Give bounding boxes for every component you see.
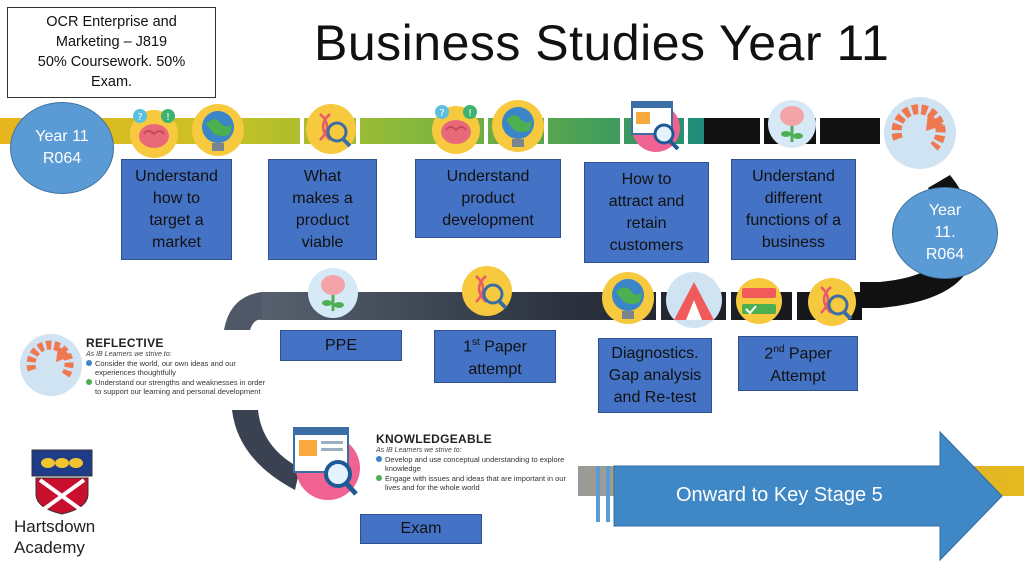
course-info-box: OCR Enterprise and Marketing – J819 50% … — [7, 7, 216, 98]
knowledgeable-title: KNOWLEDGEABLE — [376, 432, 492, 446]
svg-text:!: ! — [166, 112, 170, 123]
brain-question-icon: ? ! — [432, 105, 480, 154]
volcano-icon — [666, 272, 722, 328]
globe-lightbulb-icon — [192, 104, 244, 156]
start-year-circle: Year 11 R064 — [10, 102, 114, 194]
knowledgeable-search-icon — [293, 427, 360, 500]
checklist-icon — [736, 278, 782, 324]
paper2-ordinal: nd — [773, 344, 785, 356]
paper2-line2: Attempt — [770, 367, 826, 385]
course-info-line: Marketing – J819 — [55, 34, 168, 50]
school-name: Hartsdown Academy — [14, 516, 95, 558]
topic-box-customers: How to attract and retain customers — [584, 162, 709, 263]
dna-magnifier-icon — [808, 278, 856, 326]
paper1-box: 1st Paper attempt — [434, 330, 556, 383]
paper1-number: 1 — [463, 338, 472, 356]
diagnostics-text: Diagnostics. Gap analysis and Re-test — [608, 344, 702, 406]
bullet-globe-icon — [86, 379, 92, 385]
brain-question-icon: ? ! — [130, 109, 178, 158]
onward-label: Onward to Key Stage 5 — [676, 484, 883, 506]
paper1-line1: 1st Paper — [463, 332, 527, 358]
school-crest-icon — [31, 449, 93, 515]
end-year-circle: Year 11. R064 — [892, 187, 998, 279]
knowledgeable-profile: KNOWLEDGEABLE As IB Learners we strive t… — [376, 432, 576, 492]
brain-flower-icon — [308, 268, 358, 318]
mid-road-separators — [656, 292, 797, 320]
dna-magnifier-icon — [462, 266, 512, 316]
start-circle-line: Year 11 — [35, 128, 89, 145]
topic-box-text: Understand how to target a market — [135, 167, 218, 251]
knowledgeable-item-text: Develop and use conceptual understanding… — [385, 455, 565, 473]
bullet-globe-icon — [86, 360, 92, 366]
paper1-word: Paper — [479, 338, 527, 356]
globe-lightbulb-icon — [492, 100, 544, 152]
topic-box-business-functions: Understand different functions of a busi… — [731, 159, 856, 260]
topic-box-text: How to attract and retain customers — [608, 170, 685, 254]
course-info-line: OCR Enterprise and — [46, 14, 177, 30]
topic-box-product-development: Understand product development — [415, 159, 561, 238]
paper2-line1: 2nd Paper — [764, 339, 831, 365]
school-name-line: Academy — [14, 538, 85, 557]
knowledgeable-item: Develop and use conceptual understanding… — [376, 455, 576, 473]
svg-text:?: ? — [439, 108, 444, 119]
reflective-item-text: Understand our strengths and weaknesses … — [95, 378, 266, 396]
knowledgeable-item: Engage with issues and ideas that are im… — [376, 474, 576, 492]
course-info-line: 50% Coursework. 50% — [37, 54, 186, 70]
reflective-item-text: Consider the world, our own ideas and ou… — [95, 359, 236, 377]
paper2-number: 2 — [764, 345, 774, 363]
reflective-item: Consider the world, our own ideas and ou… — [86, 359, 266, 377]
school-name-line: Hartsdown — [14, 517, 96, 536]
ppe-label: PPE — [324, 336, 357, 354]
reflective-arrow-icon — [20, 334, 82, 396]
topic-box-text: What makes a product viable — [292, 167, 353, 251]
end-circle-line: R064 — [925, 246, 965, 263]
course-info-line: Exam. — [90, 74, 133, 90]
topic-box-text: Understand different functions of a busi… — [745, 167, 842, 251]
diagnostics-box: Diagnostics. Gap analysis and Re-test — [598, 338, 712, 413]
paper2-word: Paper — [784, 345, 832, 363]
globe-lightbulb-icon — [602, 272, 654, 324]
reflective-title: REFLECTIVE — [86, 336, 164, 350]
bullet-globe-icon — [376, 475, 382, 481]
topic-box-target-market: Understand how to target a market — [121, 159, 232, 260]
dna-magnifier-icon — [306, 104, 356, 154]
circular-arrow-icon — [884, 97, 956, 169]
end-circle-line: 11. — [934, 224, 956, 241]
ppe-box: PPE — [280, 330, 402, 361]
left-curve — [224, 292, 262, 330]
onward-arrow — [613, 430, 1003, 562]
exam-label: Exam — [400, 520, 442, 537]
brain-flower-icon — [768, 100, 816, 148]
reflective-profile: REFLECTIVE As IB Learners we strive to: … — [86, 336, 266, 396]
topic-box-product-viable: What makes a product viable — [268, 159, 377, 260]
knowledgeable-subtitle: As IB Learners we strive to: — [376, 447, 462, 454]
lower-left-curve — [232, 410, 300, 490]
bullet-globe-icon — [376, 456, 382, 462]
svg-text:!: ! — [468, 108, 472, 119]
exam-box: Exam — [360, 514, 482, 544]
reflective-item: Understand our strengths and weaknesses … — [86, 378, 266, 396]
page-title: Business Studies Year 11 — [314, 15, 890, 71]
paper1-line2: attempt — [468, 360, 522, 378]
lower-road-post — [596, 466, 600, 522]
paper2-box: 2nd Paper Attempt — [738, 336, 858, 391]
paper1-ordinal: st — [471, 337, 480, 349]
web-search-icon — [631, 101, 680, 152]
start-circle-line: R064 — [42, 150, 82, 167]
road-separators — [300, 118, 820, 144]
knowledgeable-item-text: Engage with issues and ideas that are im… — [385, 474, 566, 492]
end-circle-line: Year — [928, 202, 962, 219]
svg-text:?: ? — [137, 112, 142, 123]
topic-box-text: Understand product development — [442, 167, 534, 229]
lower-road-post — [606, 466, 610, 522]
reflective-subtitle: As IB Learners we strive to: — [86, 351, 172, 358]
